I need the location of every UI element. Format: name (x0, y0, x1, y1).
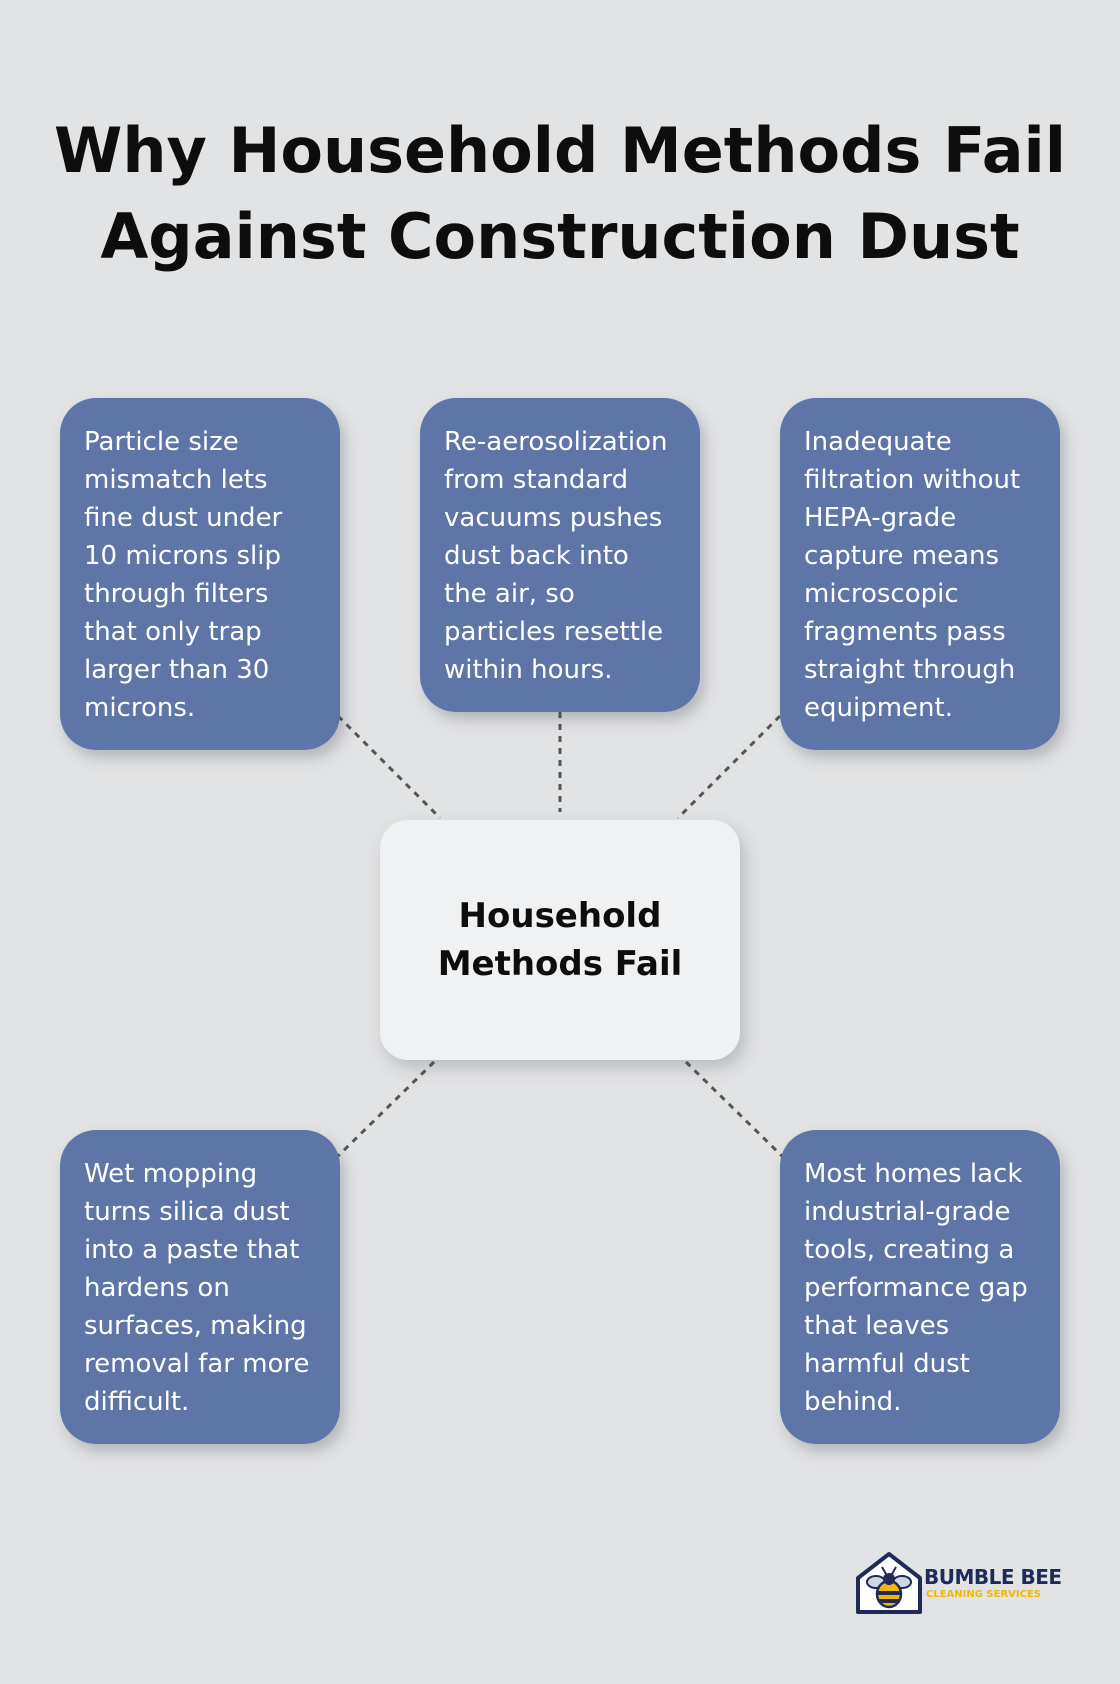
center-line-2: Methods Fail (437, 944, 683, 984)
title-line-1: Why Household Methods Fail (53, 114, 1067, 187)
card-inadequate-filtration: Inadequate filtration without HEPA-grade… (780, 398, 1060, 750)
connector-bottom-right (684, 1060, 784, 1158)
center-node: Household Methods Fail (380, 820, 740, 1060)
center-line-1: Household (458, 896, 662, 936)
card-re-aerosolization: Re-aerosolization from standard vacuums … (420, 398, 700, 712)
connector-top-right (676, 714, 782, 820)
brand-name: BUMBLE BEE (924, 1565, 1062, 1589)
card-wet-mopping: Wet mopping turns silica dust into a pas… (60, 1130, 340, 1444)
connector-bottom-left (336, 1060, 436, 1158)
bee-house-icon (856, 1552, 922, 1614)
connector-top-left (336, 714, 442, 820)
card-particle-size: Particle size mismatch lets fine dust un… (60, 398, 340, 750)
title-line-2: Against Construction Dust (100, 200, 1020, 273)
brand-tagline: CLEANING SERVICES (926, 1589, 1041, 1600)
page-title: Why Household Methods Fail Against Const… (0, 108, 1120, 280)
card-industrial-tools: Most homes lack industrial-grade tools, … (780, 1130, 1060, 1444)
brand-logo: BUMBLE BEE CLEANING SERVICES (852, 1548, 1072, 1620)
